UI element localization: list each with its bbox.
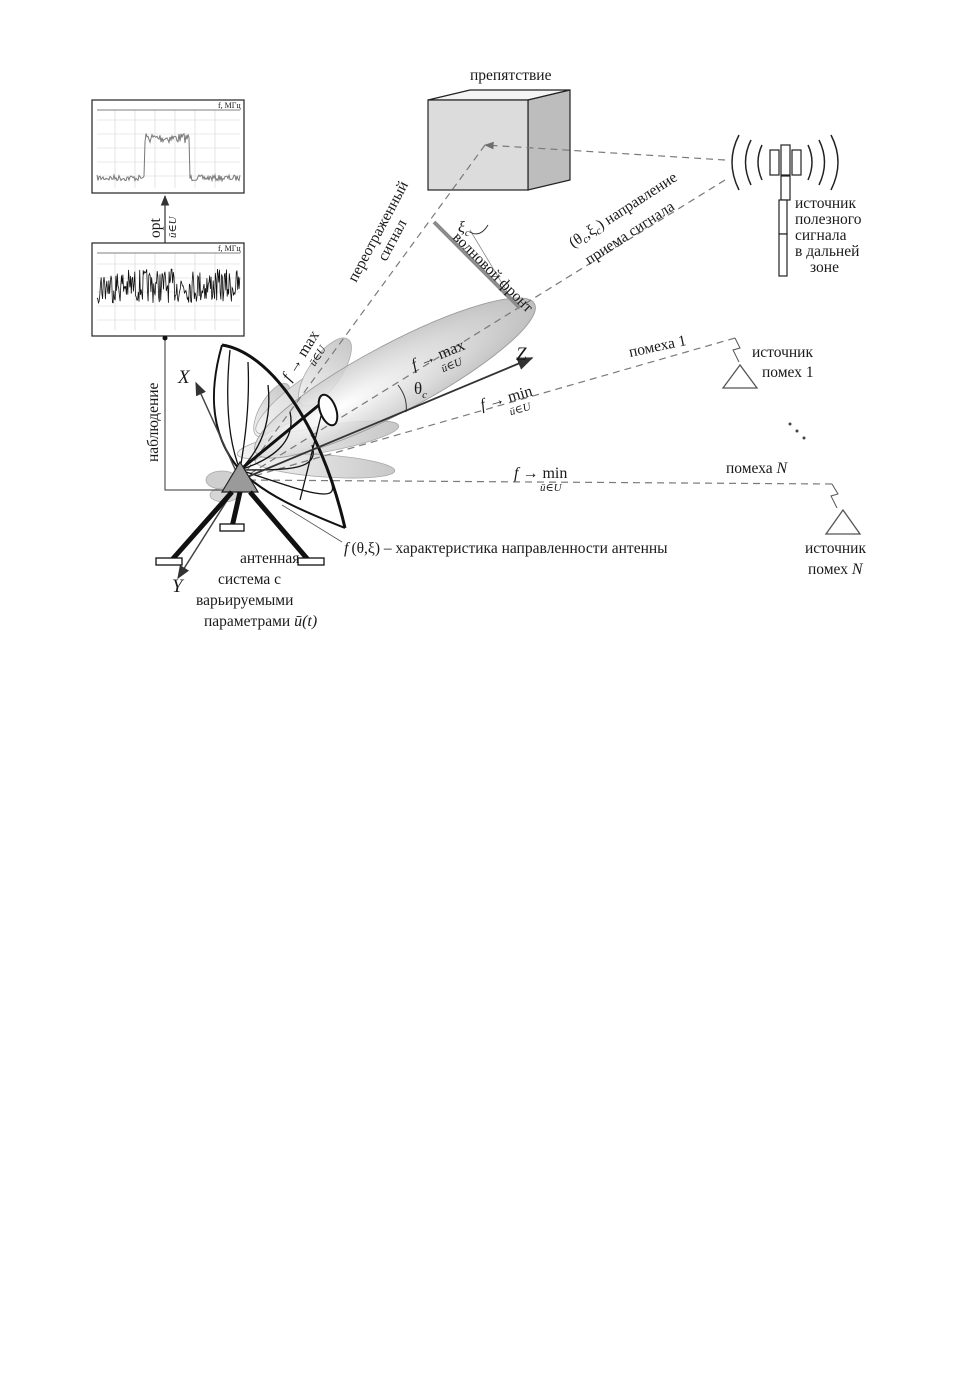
opt-label: opt xyxy=(147,218,164,239)
more-sources-dots xyxy=(788,422,806,440)
spectrum-panel-top xyxy=(91,99,245,194)
wavefront-line xyxy=(432,220,522,310)
wavefront-normal xyxy=(469,229,516,306)
observation-point xyxy=(162,335,168,341)
interference-1-source-icon xyxy=(721,337,759,389)
objective-interference-1-min: f→min ū∈U xyxy=(478,383,534,418)
radiation-pattern xyxy=(205,297,536,503)
obstacle-label: препятствие xyxy=(470,67,552,84)
path-interference-1 xyxy=(239,337,736,482)
pattern-caption: f(θ,ξ) – характеристика направленности а… xyxy=(344,540,668,557)
axis-y-label: Y xyxy=(172,576,185,597)
interference-n-source-icon xyxy=(824,483,862,535)
axis-z-label: Z xyxy=(516,344,527,365)
axis-z xyxy=(239,357,534,481)
svg-text:ū∈U: ū∈U xyxy=(540,482,563,494)
wavefront-angle-label: ξc xyxy=(458,219,470,239)
useful-source-line-4: в дальней xyxy=(795,243,859,260)
path-interference-n xyxy=(239,476,833,485)
interference-1-source-line-1: источник xyxy=(752,344,813,361)
objective-interference-n-min: f→min ū∈U xyxy=(514,465,567,494)
observation-line xyxy=(164,338,240,491)
path-obstacle-to-antenna xyxy=(239,144,486,481)
useful-source-line-3: сигнала xyxy=(795,227,847,244)
spectrum-bottom-axis-label: f, МГц xyxy=(218,244,241,253)
axis-x-label: X xyxy=(177,367,191,388)
path-source-to-obstacle xyxy=(484,141,726,161)
antenna-tripod xyxy=(155,460,325,566)
antenna-system-line-3: варьируемыми xyxy=(196,592,293,609)
antenna-system-line-2: система с xyxy=(218,571,281,588)
svg-text:ū∈U: ū∈U xyxy=(508,400,533,418)
useful-source-line-2: полезного xyxy=(795,211,862,228)
observation-label: наблюдение xyxy=(145,382,162,462)
theta-c-label: θc xyxy=(414,379,427,401)
pattern-caption-pointer xyxy=(281,504,343,543)
antenna-system-line-1: антенная xyxy=(240,550,299,567)
useful-signal-tower-icon xyxy=(731,134,839,277)
axis-x xyxy=(195,381,241,481)
antenna-system-line-4: параметрами ū(t) xyxy=(204,613,317,630)
interference-n-line-label: помеха N xyxy=(726,460,789,477)
svg-text:f→min: f→min xyxy=(514,465,567,482)
signal-paths xyxy=(239,141,833,485)
useful-source-line-5: зоне xyxy=(810,259,839,276)
opt-sub-label: ū∈U xyxy=(167,215,179,238)
theta-c-arc xyxy=(397,384,407,413)
spectrum-top-trace xyxy=(96,132,241,183)
interference-1-line-label: помеха 1 xyxy=(627,332,688,361)
interference-n-source-line-1: источник xyxy=(805,540,866,557)
svg-text:f→min: f→min xyxy=(478,383,534,414)
obstacle-cube xyxy=(427,89,571,191)
spectrum-panel-bottom xyxy=(91,242,245,337)
interference-1-source-line-2: помех 1 xyxy=(762,364,814,381)
wavefront-angle-arc xyxy=(469,224,489,235)
interference-n-source-line-2: помех N xyxy=(808,561,864,578)
spectrum-top-axis-label: f, МГц xyxy=(218,101,241,110)
spectrum-bottom-trace xyxy=(96,268,241,305)
useful-source-line-1: источник xyxy=(795,195,856,212)
